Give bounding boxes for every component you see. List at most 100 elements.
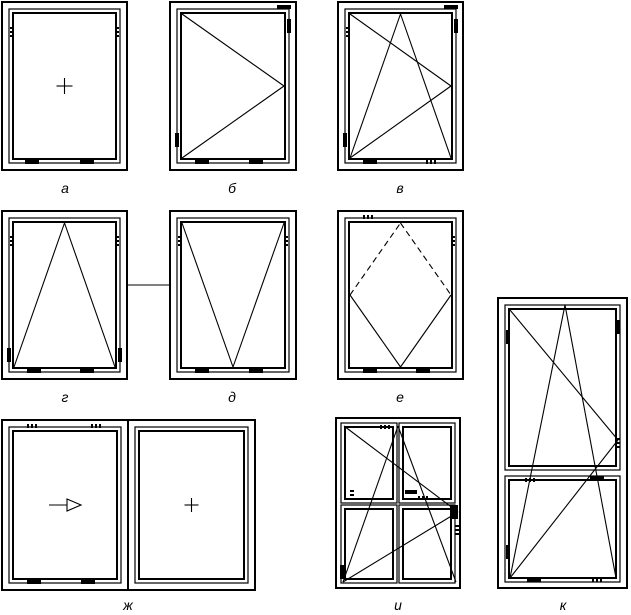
- hinge-block: [118, 348, 122, 362]
- sash-outer: [8, 217, 121, 373]
- sash-inner: [402, 508, 452, 580]
- sash-outer: [504, 475, 621, 583]
- hinge-mark: [91, 424, 93, 428]
- panel-d: [169, 210, 297, 380]
- opening-line: [349, 85, 452, 159]
- handle-block: [416, 369, 430, 373]
- hinge-mark: [346, 35, 350, 37]
- hinge-mark: [35, 424, 37, 428]
- hinge-mark: [592, 578, 594, 582]
- hinge-mark: [363, 215, 365, 219]
- hinge-mark: [10, 31, 14, 33]
- handle-block: [80, 160, 94, 164]
- panel-zh-right: [134, 426, 249, 584]
- hinge-mark: [178, 236, 182, 238]
- hinge-mark: [451, 244, 455, 246]
- sash-outer: [176, 8, 290, 164]
- hinge-mark: [178, 244, 182, 246]
- opening-line: [63, 222, 116, 368]
- hinge-mark: [451, 240, 455, 242]
- hinge-block: [343, 133, 347, 147]
- hinge-mark: [367, 215, 369, 219]
- outer-frame: [335, 417, 461, 589]
- handle-block: [80, 369, 94, 373]
- sash-outer: [344, 217, 457, 373]
- hinge-mark: [430, 160, 432, 164]
- hinge-block: [454, 19, 458, 33]
- hinge-mark: [384, 425, 386, 429]
- outer-frame: [497, 297, 628, 589]
- label-e: е: [396, 389, 404, 405]
- label-k: к: [559, 597, 567, 613]
- hinge-mark: [115, 35, 119, 37]
- opening-line: [509, 309, 619, 441]
- sash-inner: [180, 12, 286, 160]
- sash-inner: [348, 12, 453, 160]
- label-g: г: [61, 389, 69, 405]
- panel-i: [340, 422, 459, 584]
- opening-line: [400, 294, 452, 368]
- hinge-block: [287, 19, 291, 33]
- outer-frame: [337, 210, 464, 380]
- slide-arrow-head-icon: [66, 498, 83, 512]
- handle-block: [195, 369, 209, 373]
- hinge-mark: [380, 425, 382, 429]
- hinge-mark: [616, 442, 620, 444]
- hinge-mark: [27, 424, 29, 428]
- hinge-block: [175, 133, 179, 147]
- opening-line: [399, 13, 452, 159]
- sash-inner: [12, 430, 118, 580]
- sash-inner: [344, 426, 394, 500]
- opening-line: [181, 85, 285, 159]
- hinge-mark: [426, 160, 428, 164]
- sash-inner: [508, 308, 617, 467]
- dashed-opening-line: [349, 222, 401, 296]
- opening-line: [13, 222, 66, 368]
- handle-block: [363, 160, 377, 164]
- label-b: б: [228, 180, 236, 196]
- hinge-mark: [422, 496, 424, 500]
- hinge-block: [277, 5, 291, 9]
- panel-g: [1, 210, 128, 380]
- sash-outer: [134, 426, 249, 584]
- outer-frame: [1, 210, 128, 380]
- opening-line: [509, 304, 566, 579]
- hinge-mark: [388, 425, 390, 429]
- panel-v: [337, 1, 464, 171]
- sash-inner: [12, 221, 117, 369]
- hinge-mark: [350, 498, 354, 500]
- hinge-block: [444, 5, 458, 9]
- hinge-mark: [600, 578, 602, 582]
- hinge-mark: [115, 31, 119, 33]
- outer-frame: [1, 1, 128, 171]
- hinge-mark: [10, 244, 14, 246]
- opening-line: [232, 222, 285, 368]
- hinge-mark: [455, 529, 459, 531]
- outer-frame-right: [127, 419, 256, 591]
- opening-line: [397, 425, 457, 583]
- sash-inner: [180, 221, 286, 369]
- hinge-mark: [115, 240, 119, 242]
- hinge-mark: [10, 240, 14, 242]
- hinge-mark: [95, 424, 97, 428]
- hinge-mark: [115, 244, 119, 246]
- hinge-mark: [616, 438, 620, 440]
- handle-block: [81, 580, 95, 584]
- opening-line: [564, 304, 617, 579]
- hinge-mark: [31, 424, 33, 428]
- handle-block: [405, 490, 417, 494]
- hinge-mark: [99, 424, 101, 428]
- opening-line: [349, 294, 401, 368]
- hinge-mark: [346, 31, 350, 33]
- opening-line: [181, 222, 234, 368]
- sash-outer: [398, 504, 456, 584]
- sash-inner: [12, 12, 117, 160]
- hinge-mark: [451, 236, 455, 238]
- hinge-block: [616, 320, 620, 334]
- handle-block: [25, 160, 39, 164]
- panel-zh-left: [8, 424, 122, 584]
- hinge-mark: [284, 240, 288, 242]
- opening-line: [349, 13, 452, 87]
- handle-block: [527, 578, 541, 582]
